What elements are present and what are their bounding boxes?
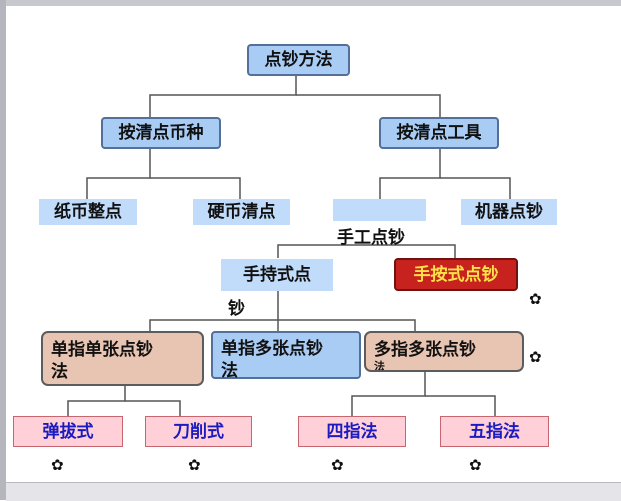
root-node-label: 点钞方法 <box>264 50 333 70</box>
flick-label: 弹拔式 <box>42 421 94 442</box>
connector-currency-coin <box>150 177 241 200</box>
connector-handheld-multi <box>278 319 416 332</box>
multi-multi-label-line2: 法 <box>374 360 385 372</box>
five-finger-node: 五指法 <box>440 416 549 447</box>
single-single-label-line1: 单指单张点钞 <box>51 340 153 360</box>
gear-icon: ✿ <box>529 290 542 308</box>
frame-bottom-border <box>6 482 621 501</box>
connector-tool-manual <box>379 149 441 200</box>
connector-mm-four <box>351 372 426 416</box>
root-node: 点钞方法 <box>247 44 350 76</box>
manual-node <box>333 199 426 221</box>
handheld-node: 手持式点 <box>221 259 333 291</box>
connector-manual-handheld <box>277 244 380 258</box>
frame-top-border <box>6 0 621 6</box>
four-finger-label: 四指法 <box>326 421 378 442</box>
machine-node: 机器点钞 <box>461 199 557 225</box>
four-finger-node: 四指法 <box>298 416 406 447</box>
five-finger-label: 五指法 <box>469 421 520 442</box>
hand-press-label: 手按式点钞 <box>413 264 499 285</box>
handheld-label-line2: 钞 <box>228 299 245 319</box>
connector-root-currency <box>149 76 297 118</box>
connector-root-tool <box>296 94 441 118</box>
coin-label: 硬币清点 <box>207 202 276 222</box>
by-tool-node: 按清点工具 <box>379 117 499 149</box>
paper-label: 纸币整点 <box>54 202 122 222</box>
knife-label: 刀削式 <box>173 421 224 442</box>
hand-press-node: 手按式点钞 <box>394 258 518 291</box>
single-single-label-line2: 法 <box>51 362 68 382</box>
connector-tool-machine <box>440 177 511 200</box>
flick-node: 弹拔式 <box>13 416 123 447</box>
coin-node: 硬币清点 <box>193 199 290 225</box>
connector-manual-press <box>380 244 456 258</box>
connector-mm-five <box>425 395 496 416</box>
connector-ss-knife <box>125 400 181 416</box>
paper-node: 纸币整点 <box>39 199 137 225</box>
multi-multi-node: 多指多张点钞 法 <box>364 331 524 372</box>
gear-icon: ✿ <box>529 348 542 366</box>
single-multi-label-line2: 法 <box>221 361 238 381</box>
gear-icon: ✿ <box>188 456 201 474</box>
by-currency-label: 按清点币种 <box>118 123 204 143</box>
single-multi-node: 单指多张点钞 法 <box>211 331 361 381</box>
connector-ss-flick <box>67 386 126 416</box>
frame-left-border <box>0 0 6 500</box>
multi-multi-label-line1: 多指多张点钞 <box>374 340 476 360</box>
machine-label: 机器点钞 <box>475 202 543 222</box>
by-tool-label: 按清点工具 <box>396 123 482 143</box>
handheld-label-line1: 手持式点 <box>243 265 311 285</box>
gear-icon: ✿ <box>469 456 482 474</box>
single-single-node: 单指单张点钞 法 <box>41 331 204 386</box>
manual-label: 手工点钞 <box>337 228 405 248</box>
by-currency-node: 按清点币种 <box>101 117 221 149</box>
knife-node: 刀削式 <box>145 416 252 447</box>
single-multi-label-line1: 单指多张点钞 <box>221 339 323 359</box>
connector-handheld-single-single <box>149 291 279 332</box>
connector-currency-paper <box>86 149 151 200</box>
gear-icon: ✿ <box>51 456 64 474</box>
gear-icon: ✿ <box>331 456 344 474</box>
